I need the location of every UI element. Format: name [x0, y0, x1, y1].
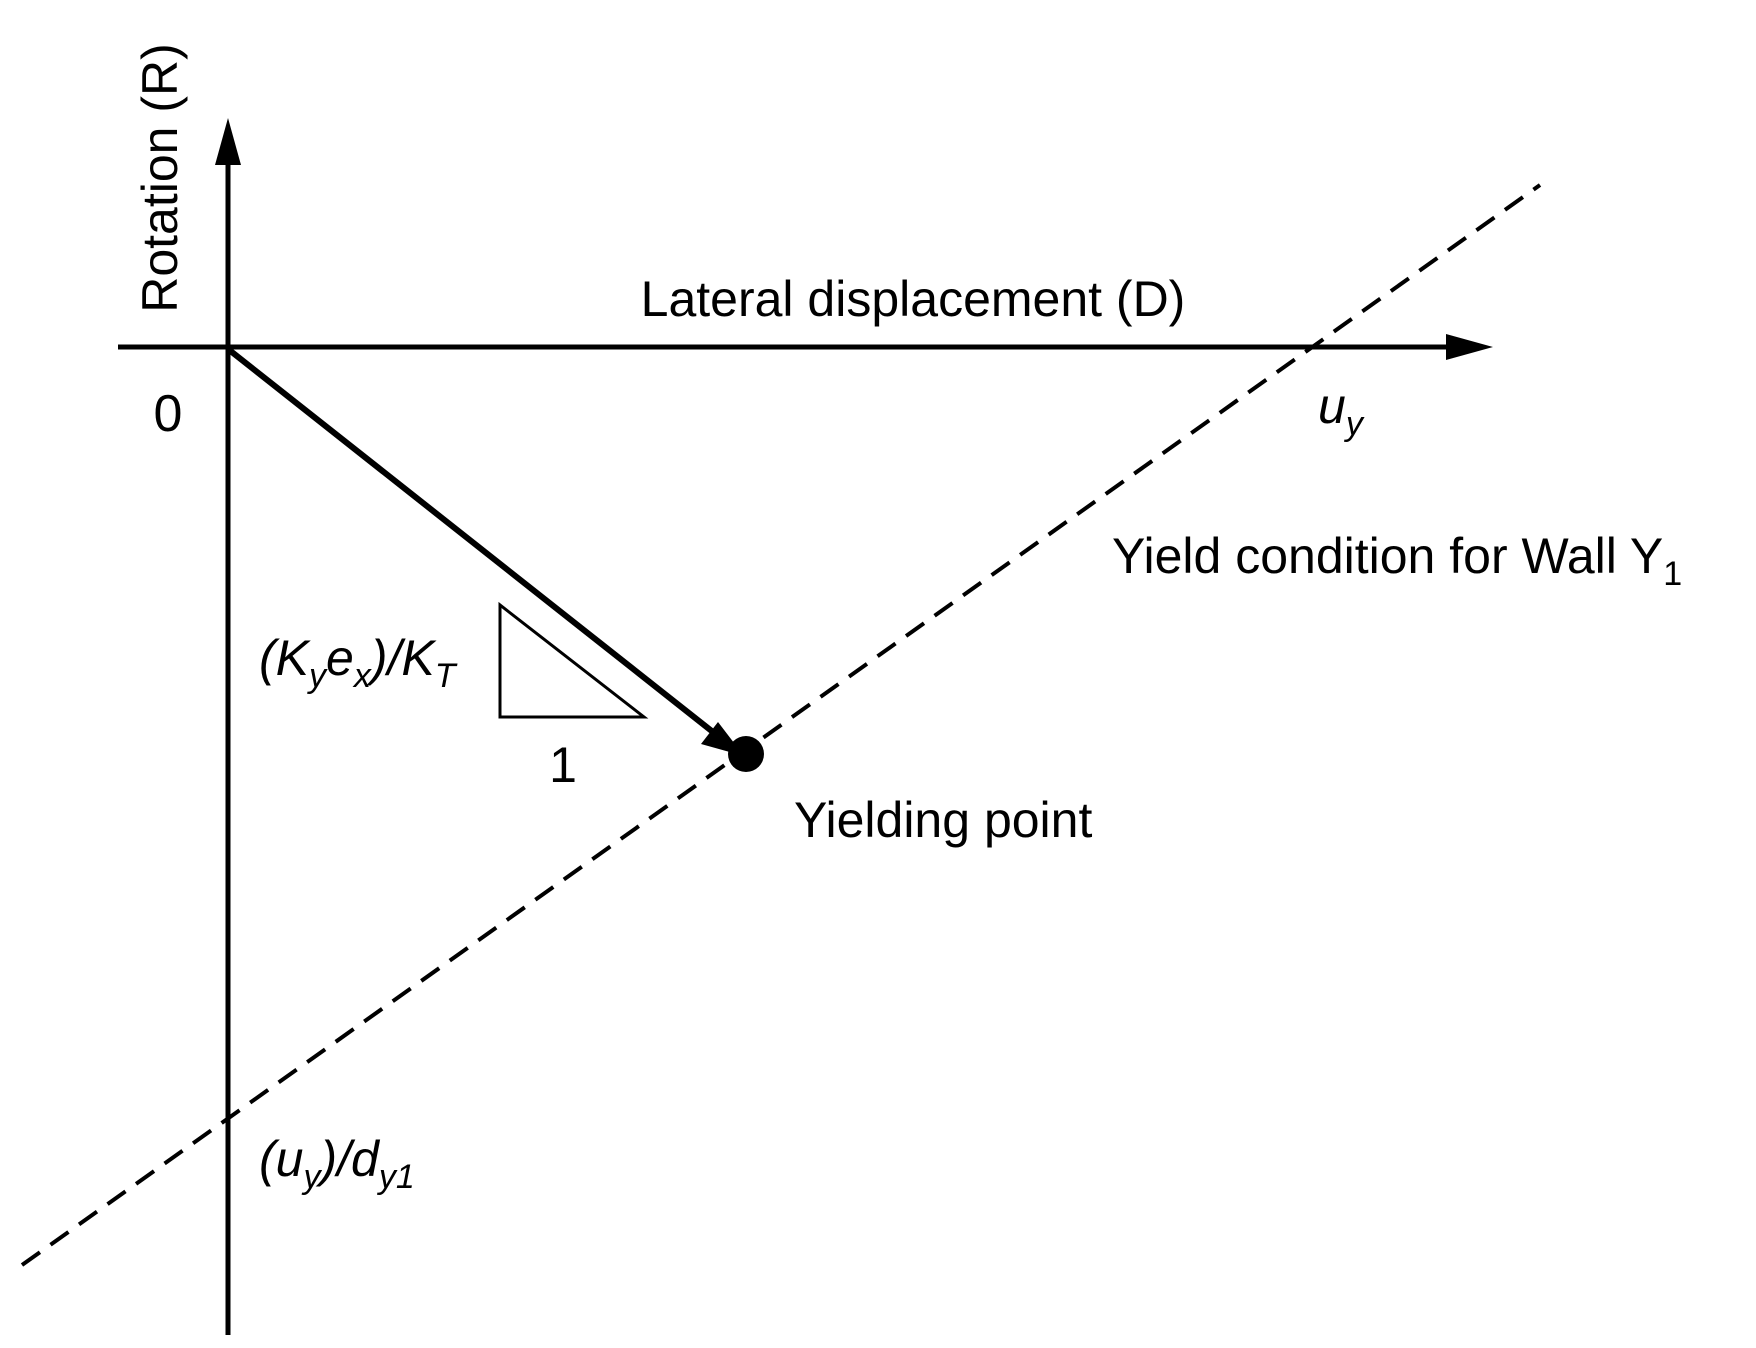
intercept-uy-sub: y	[301, 1158, 322, 1196]
slope-ky-sub: y	[307, 657, 328, 695]
displacement-axis-arrowhead	[1446, 334, 1493, 360]
intercept-dy-sub: y1	[377, 1158, 415, 1196]
slope-ex-sub: x	[352, 657, 372, 695]
yield-condition-text: Yield condition for Wall Y	[1112, 528, 1663, 584]
intercept-label: (uy)/dy1	[259, 1131, 415, 1196]
rotation-axis-arrowhead	[215, 118, 241, 165]
slope-mid: )/K	[366, 630, 438, 686]
loading-path-arrow	[226, 346, 720, 739]
intercept-mid: )/d	[315, 1131, 381, 1187]
yielding-point-marker	[728, 736, 764, 772]
yield-condition-line	[20, 183, 1542, 1267]
origin-label: 0	[154, 385, 183, 443]
uy-u: u	[1318, 378, 1346, 434]
yield-condition-sub: 1	[1663, 555, 1682, 593]
y-axis-label: Rotation (R)	[132, 43, 188, 313]
slope-triangle	[498, 601, 649, 719]
slope-run-label: 1	[549, 737, 577, 793]
x-axis-label: Lateral displacement (D)	[641, 271, 1186, 327]
yield-condition-label: Yield condition for Wall Y1	[1112, 528, 1682, 593]
slope-label: (Kyex)/KT	[259, 630, 458, 695]
slope-open: (K	[259, 630, 312, 686]
uy-label: uy	[1318, 378, 1365, 443]
slope-e: e	[326, 630, 354, 686]
slope-kt-sub: T	[435, 657, 458, 695]
intercept-open: (u	[259, 1131, 303, 1187]
yielding-point-label: Yielding point	[794, 792, 1092, 848]
uy-sub: y	[1344, 405, 1365, 443]
